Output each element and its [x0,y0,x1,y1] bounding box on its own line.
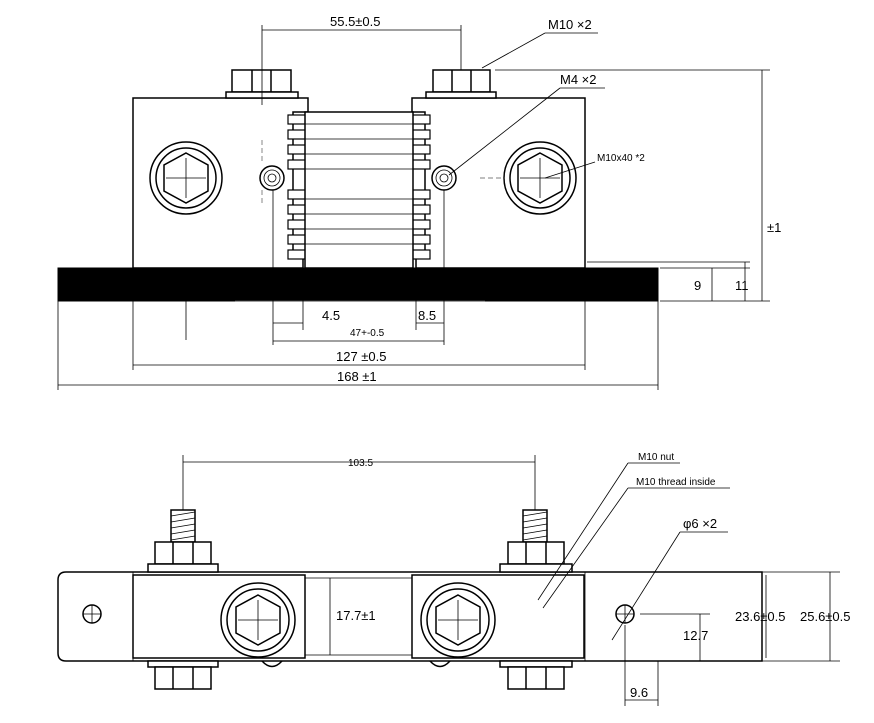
cooling-fins [287,111,431,269]
dim-width-inner: 23.6±0.5 [735,609,786,624]
base-bar-right [417,267,659,302]
hex-bolt-icon [220,582,296,658]
dim-bar-thickness: 9 [694,278,701,293]
nut-icon [147,660,219,690]
dim-terminal-spacing: 103.5 [348,458,373,469]
mounting-hole-icon [82,604,102,624]
callout-screw-m4: M4 ×2 [560,72,597,87]
hex-bolt-icon [149,141,223,215]
threaded-stud-icon [147,509,219,573]
callout-hole: φ6 ×2 [683,516,717,531]
nut-icon [499,660,573,690]
dim-hole-offset: 9.6 [630,685,648,700]
base-bar-middle [305,267,419,302]
top-view: 55.5±0.5 M10 ×2 M4 ×2 M10x40 *2 ±1 9 11 [57,14,781,390]
dim-block-span: 127 ±0.5 [336,349,387,364]
dim-gap-right: 8.5 [418,308,436,323]
hex-bolt-icon [420,582,496,658]
dim-gap-left: 4.5 [322,308,340,323]
bottom-view: 103.5 17.7±1 M10 nut M10 thread inside φ… [57,452,851,706]
dim-hole-height: 12.7 [683,628,708,643]
dim-height-tol: ±1 [767,220,781,235]
nut-icon [425,69,497,99]
dim-gap-height: 17.7±1 [336,608,376,623]
dim-overall-length: 168 ±1 [337,369,377,384]
screw-icon [259,165,285,191]
dim-terminal-spacing: 55.5±0.5 [330,14,381,29]
base-bar-left [57,267,307,302]
threaded-stud-icon [499,509,573,573]
callout-bolt-m10x40: M10x40 *2 [597,153,645,164]
dim-base-thickness: 11 [735,278,749,293]
callout-bolt-m10: M10 ×2 [548,17,592,32]
dim-fin-width: 47+-0.5 [350,328,385,339]
mounting-hole-icon [615,604,635,624]
left-block [132,574,306,659]
left-block [132,97,309,269]
callout-thread: M10 thread inside [636,477,716,488]
dim-width-outer: 25.6±0.5 [800,609,851,624]
right-block [411,574,585,659]
callout-nut: M10 nut [638,452,674,463]
